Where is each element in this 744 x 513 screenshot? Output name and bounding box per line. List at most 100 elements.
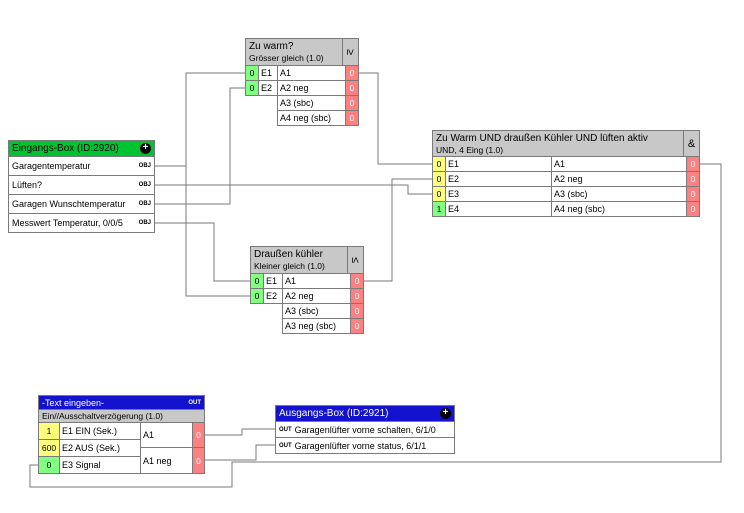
input-label-E4: E4 xyxy=(445,201,552,217)
block-title: Draußen kühler xyxy=(254,249,323,260)
output-value-A3sbc[interactable]: 0 xyxy=(345,95,359,111)
input-box-block[interactable]: Eingangs-Box (ID:2920) + Garagentemperat… xyxy=(8,140,155,233)
object-label: Garagenlüfter vorne status, 6/1/1 xyxy=(294,440,427,451)
object-row-wunschtemperatur[interactable]: Garagen Wunschtemperatur OBJ xyxy=(8,194,155,214)
input-value-E2[interactable]: 0 xyxy=(432,171,446,187)
zu-warm-block[interactable]: Zu warm? Grösser gleich (1.0) ≥ 0 E1 A1 … xyxy=(245,38,359,126)
block-row: A4 neg (sbc) 0 xyxy=(245,110,359,126)
wire[interactable] xyxy=(155,184,432,195)
input-label-E1: E1 xyxy=(445,156,552,172)
block-subtitle: UND, 4 Eing (1.0) xyxy=(436,145,504,155)
und-block[interactable]: Zu Warm UND draußen Kühler UND lüften ak… xyxy=(432,130,700,217)
object-label: Garagenlüfter vorne schalten, 6/1/0 xyxy=(294,424,436,435)
block-row: 0 E1 A1 0 xyxy=(245,65,359,81)
input-value-E1[interactable]: 0 xyxy=(432,156,446,172)
output-value-A2neg[interactable]: 0 xyxy=(686,171,700,187)
block-subtitle: Grösser gleich (1.0) xyxy=(249,53,324,63)
wire[interactable] xyxy=(155,222,250,282)
wire[interactable] xyxy=(185,166,250,297)
object-label: Garagentemperatur xyxy=(12,161,91,171)
block-row: 1 E4 A4 neg (sbc) 0 xyxy=(432,201,700,217)
input-value-E2[interactable]: 0 xyxy=(245,80,259,96)
draussen-kuehler-block[interactable]: Draußen kühler Kleiner gleich (1.0) ≤ 0 … xyxy=(250,246,364,334)
input-value-E1[interactable]: 0 xyxy=(245,65,259,81)
output-value-A3negsbc[interactable]: 0 xyxy=(350,318,364,334)
input-label-E3: E3 Signal xyxy=(59,456,141,474)
empty-cell xyxy=(250,303,283,319)
object-row-lueften[interactable]: Lüften? OBJ xyxy=(8,175,155,195)
object-row-messwert[interactable]: Messwert Temperatur, 0/0/5 OBJ xyxy=(8,213,155,233)
output-value-A4negsbc[interactable]: 0 xyxy=(345,110,359,126)
output-value-A1[interactable]: 0 xyxy=(350,273,364,289)
output-value-A3sbc[interactable]: 0 xyxy=(686,186,700,202)
output-label-A3negsbc: A3 neg (sbc) xyxy=(282,318,351,334)
input-value-E3[interactable]: 0 xyxy=(432,186,446,202)
output-label-A3sbc: A3 (sbc) xyxy=(551,186,687,202)
block-title: -Text eingeben- xyxy=(42,397,105,408)
output-value-A1neg[interactable]: 0 xyxy=(192,447,205,474)
output-value-A1[interactable]: 0 xyxy=(686,156,700,172)
obj-tag: OBJ xyxy=(138,182,151,188)
add-object-icon[interactable]: + xyxy=(140,143,151,154)
input-value-E1[interactable]: 0 xyxy=(250,273,264,289)
output-value-A1[interactable]: 0 xyxy=(192,422,205,448)
out-tag: OUT xyxy=(279,426,292,433)
block-row: A3 (sbc) 0 xyxy=(245,95,359,111)
output-value-A4negsbc[interactable]: 0 xyxy=(686,201,700,217)
output-label-A2neg: A2 neg xyxy=(282,288,351,304)
input-value-E2[interactable]: 0 xyxy=(250,288,264,304)
output-label-A1: A1 xyxy=(551,156,687,172)
output-label-A2neg: A2 neg xyxy=(277,80,346,96)
object-row-garagentemperatur[interactable]: Garagentemperatur OBJ xyxy=(8,156,155,176)
input-value-E2[interactable]: 600 xyxy=(38,439,60,457)
wire[interactable] xyxy=(205,444,275,461)
block-row: 0 E3 Signal xyxy=(38,456,141,474)
delay-header[interactable]: -Text eingeben- OUT xyxy=(38,395,205,410)
output-label-A1: A1 xyxy=(282,273,351,289)
input-label-E3: E3 xyxy=(445,186,552,202)
zu-warm-header[interactable]: Zu warm? Grösser gleich (1.0) ≥ xyxy=(245,38,359,66)
output-value-A2neg[interactable]: 0 xyxy=(345,80,359,96)
empty-cell xyxy=(250,318,283,334)
block-row: 0 E3 A3 (sbc) 0 xyxy=(432,186,700,202)
output-label-A1: A1 xyxy=(140,422,193,448)
output-value-A1[interactable]: 0 xyxy=(345,65,359,81)
block-subtitle: Ein//Ausschaltverzögerung (1.0) xyxy=(38,409,205,423)
object-row-status[interactable]: OUT Garagenlüfter vorne status, 6/1/1 xyxy=(275,437,455,454)
wire[interactable] xyxy=(205,428,275,436)
object-row-schalten[interactable]: OUT Garagenlüfter vorne schalten, 6/1/0 xyxy=(275,421,455,438)
output-box-title: Ausgangs-Box (ID:2921) xyxy=(279,408,389,419)
block-row: 0 E2 A2 neg 0 xyxy=(432,171,700,187)
out-flag-icon: OUT xyxy=(188,399,201,406)
output-box-header[interactable]: Ausgangs-Box (ID:2921) + xyxy=(275,405,455,422)
object-label: Messwert Temperatur, 0/0/5 xyxy=(12,218,123,228)
input-box-title: Eingangs-Box (ID:2920) xyxy=(12,143,119,154)
draussen-kuehler-header[interactable]: Draußen kühler Kleiner gleich (1.0) ≤ xyxy=(250,246,364,274)
input-value-E4[interactable]: 1 xyxy=(432,201,446,217)
output-value-A2neg[interactable]: 0 xyxy=(350,288,364,304)
wire[interactable] xyxy=(359,72,432,165)
block-row: A1 neg 0 xyxy=(140,447,205,474)
input-box-header[interactable]: Eingangs-Box (ID:2920) + xyxy=(8,140,155,157)
input-value-E1[interactable]: 1 xyxy=(38,422,60,440)
und-header[interactable]: Zu Warm UND draußen Kühler UND lüften ak… xyxy=(432,130,700,157)
output-label-A4negsbc: A4 neg (sbc) xyxy=(277,110,346,126)
delay-block[interactable]: -Text eingeben- OUT Ein//Ausschaltverzög… xyxy=(38,395,205,474)
add-object-icon[interactable]: + xyxy=(440,408,451,419)
wire[interactable] xyxy=(155,72,245,167)
input-label-E2: E2 AUS (Sek.) xyxy=(59,439,141,457)
obj-tag: OBJ xyxy=(138,220,151,226)
output-label-A2neg: A2 neg xyxy=(551,171,687,187)
output-box-block[interactable]: Ausgangs-Box (ID:2921) + OUT Garagenlüft… xyxy=(275,405,455,454)
wire[interactable] xyxy=(155,87,245,205)
output-value-A3sbc[interactable]: 0 xyxy=(350,303,364,319)
wire[interactable] xyxy=(364,178,432,282)
output-label-A1: A1 xyxy=(277,65,346,81)
wire[interactable] xyxy=(29,163,722,488)
input-value-E3[interactable]: 0 xyxy=(38,456,60,474)
input-label-E1: E1 xyxy=(263,273,283,289)
input-label-E2: E2 xyxy=(263,288,283,304)
input-label-E2: E2 xyxy=(258,80,278,96)
